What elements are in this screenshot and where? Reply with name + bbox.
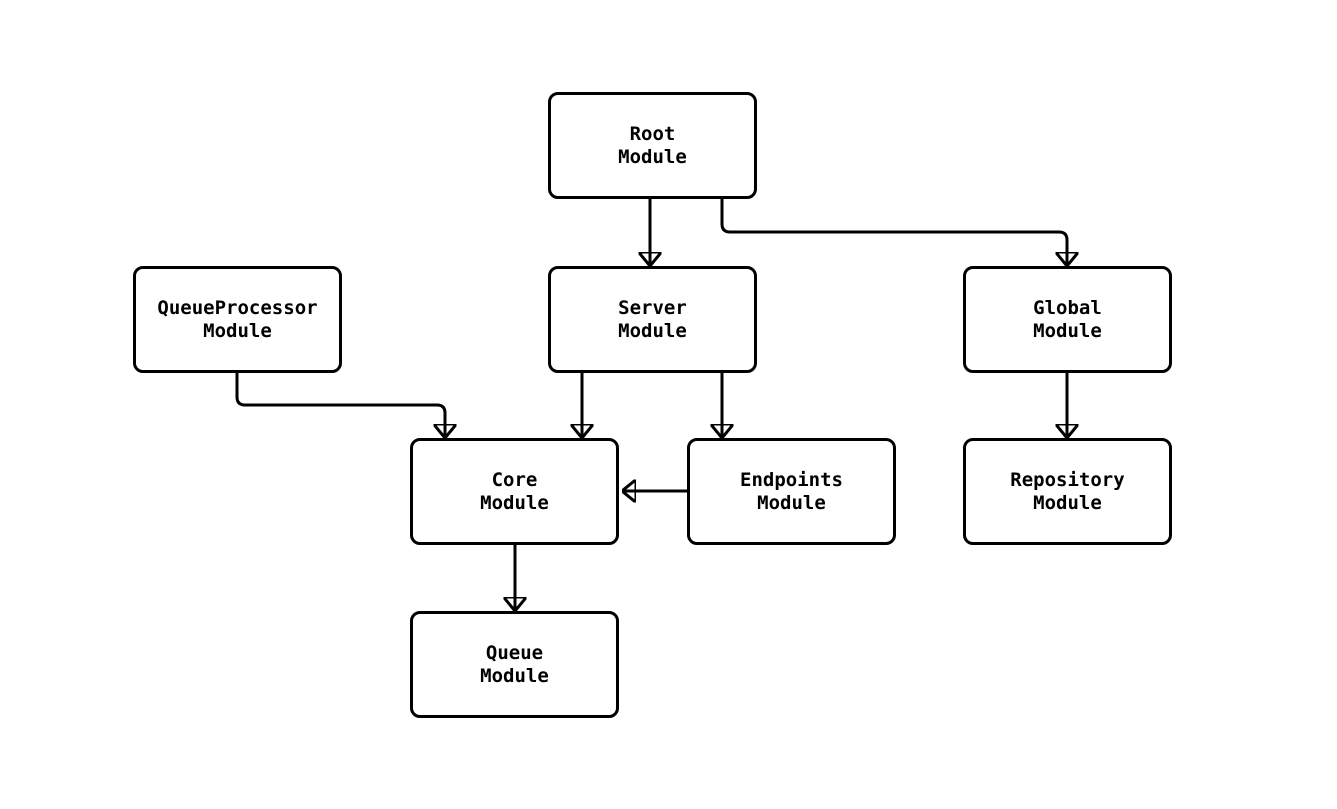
node-server-module: Server Module	[548, 266, 757, 373]
node-repository-module: Repository Module	[963, 438, 1172, 545]
edge-root-to-global	[720, 197, 1067, 266]
node-label: Queue Module	[480, 641, 549, 687]
node-label: Root Module	[618, 122, 687, 168]
node-endpoints-module: Endpoints Module	[687, 438, 896, 545]
node-label: Endpoints Module	[740, 468, 843, 514]
node-label: Server Module	[618, 296, 687, 342]
node-queueprocessor-module: QueueProcessor Module	[133, 266, 342, 373]
node-label: Global Module	[1033, 296, 1102, 342]
edge-queueprocessor-to-core	[235, 371, 445, 438]
node-label: QueueProcessor Module	[157, 296, 318, 342]
node-label: Repository Module	[1010, 468, 1125, 514]
node-global-module: Global Module	[963, 266, 1172, 373]
node-queue-module: Queue Module	[410, 611, 619, 718]
node-label: Core Module	[480, 468, 549, 514]
node-root-module: Root Module	[548, 92, 757, 199]
node-core-module: Core Module	[410, 438, 619, 545]
